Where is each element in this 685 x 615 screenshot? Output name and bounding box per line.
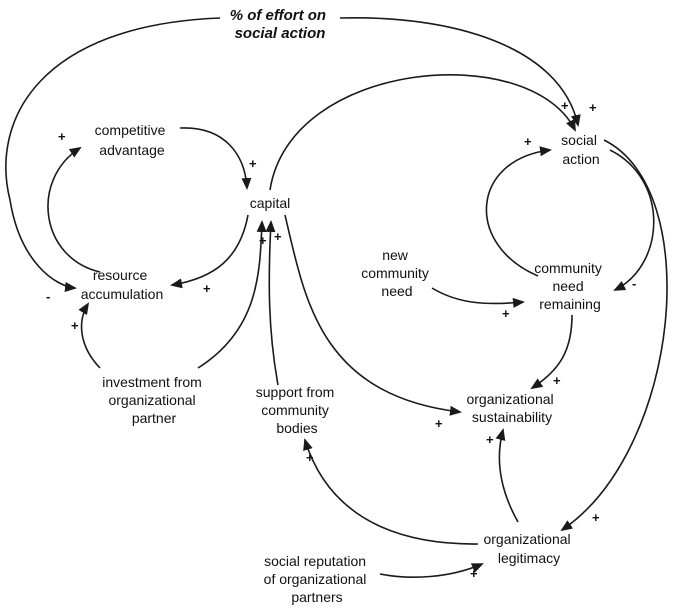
edges bbox=[5, 17, 668, 578]
link-social-action-to-legitimacy bbox=[560, 139, 668, 532]
link-legitimacy-to-support bbox=[303, 438, 479, 545]
link-need-remaining-to-sustainability bbox=[530, 314, 573, 390]
node-organizational-legitimacy: organizational legitimacy bbox=[483, 531, 574, 566]
node-investment-from-organizational-partner: investment from organizational partner bbox=[102, 374, 205, 426]
node-competitive-advantage: competitive advantage bbox=[95, 122, 170, 158]
link-effort-to-resource-accumulation bbox=[5, 17, 221, 292]
sign-legitimacy-sustainability: + bbox=[486, 432, 494, 447]
node-new-community-need: new community need bbox=[361, 247, 433, 299]
link-new-need-to-need-remaining bbox=[431, 287, 525, 308]
link-capital-to-sustainability bbox=[284, 214, 462, 416]
node-social-action: social action bbox=[561, 132, 601, 167]
sign-competitive-capital: + bbox=[249, 156, 257, 171]
link-legitimacy-to-sustainability bbox=[495, 428, 519, 523]
link-capital-to-social-action bbox=[269, 73, 576, 191]
sign-resource-competitive: + bbox=[58, 129, 66, 144]
diagram-title: % of effort on social action bbox=[230, 7, 331, 42]
sign-effort-resource: - bbox=[46, 289, 50, 304]
sign-new-need: + bbox=[502, 306, 510, 321]
node-resource-accumulation: resource accumulation bbox=[81, 267, 164, 302]
node-support-from-community-bodies: support from community bodies bbox=[256, 384, 338, 436]
sign-need-social-action: + bbox=[524, 134, 532, 149]
sign-investment-resource: + bbox=[71, 318, 79, 333]
link-investment-to-resource-accumulation bbox=[78, 302, 101, 369]
sign-capital-resource: + bbox=[203, 281, 211, 296]
link-competitive-advantage-to-capital bbox=[179, 127, 252, 190]
link-resource-accumulation-to-competitive-advantage bbox=[47, 146, 101, 273]
node-social-reputation-of-organizational-partners: social reputation of organizational part… bbox=[264, 553, 371, 605]
link-social-action-to-need-remaining bbox=[609, 149, 655, 291]
sign-need-sustainability: + bbox=[553, 373, 561, 388]
sign-reputation-legitimacy: + bbox=[470, 566, 478, 581]
title-line-2: social action bbox=[235, 25, 326, 42]
title-line-1: % of effort on bbox=[230, 7, 326, 24]
node-capital: capital bbox=[250, 195, 290, 211]
sign-capital-sustainability: + bbox=[435, 416, 443, 431]
sign-social-action-legitimacy: + bbox=[592, 510, 600, 525]
sign-investment-capital: + bbox=[259, 233, 267, 248]
node-community-need-remaining: community need remaining bbox=[534, 260, 606, 312]
link-need-remaining-to-social-action bbox=[485, 146, 552, 277]
link-effort-to-social-action bbox=[339, 17, 581, 127]
sign-support-capital: + bbox=[274, 229, 282, 244]
link-capital-to-resource-accumulation bbox=[170, 214, 249, 289]
sign-effort-social-action-2: + bbox=[589, 100, 597, 115]
node-organizational-sustainability: organizational sustainability bbox=[466, 391, 557, 425]
link-reputation-to-legitimacy bbox=[379, 563, 484, 578]
sign-social-action-need: - bbox=[632, 276, 636, 291]
sign-legitimacy-support: + bbox=[306, 450, 314, 465]
link-support-to-capital bbox=[265, 220, 279, 386]
polarity-signs: + + - + + + + + + + - + + + + + + + bbox=[46, 98, 636, 581]
link-investment-to-capital bbox=[197, 220, 267, 369]
sign-effort-social-action-1: + bbox=[561, 98, 569, 113]
